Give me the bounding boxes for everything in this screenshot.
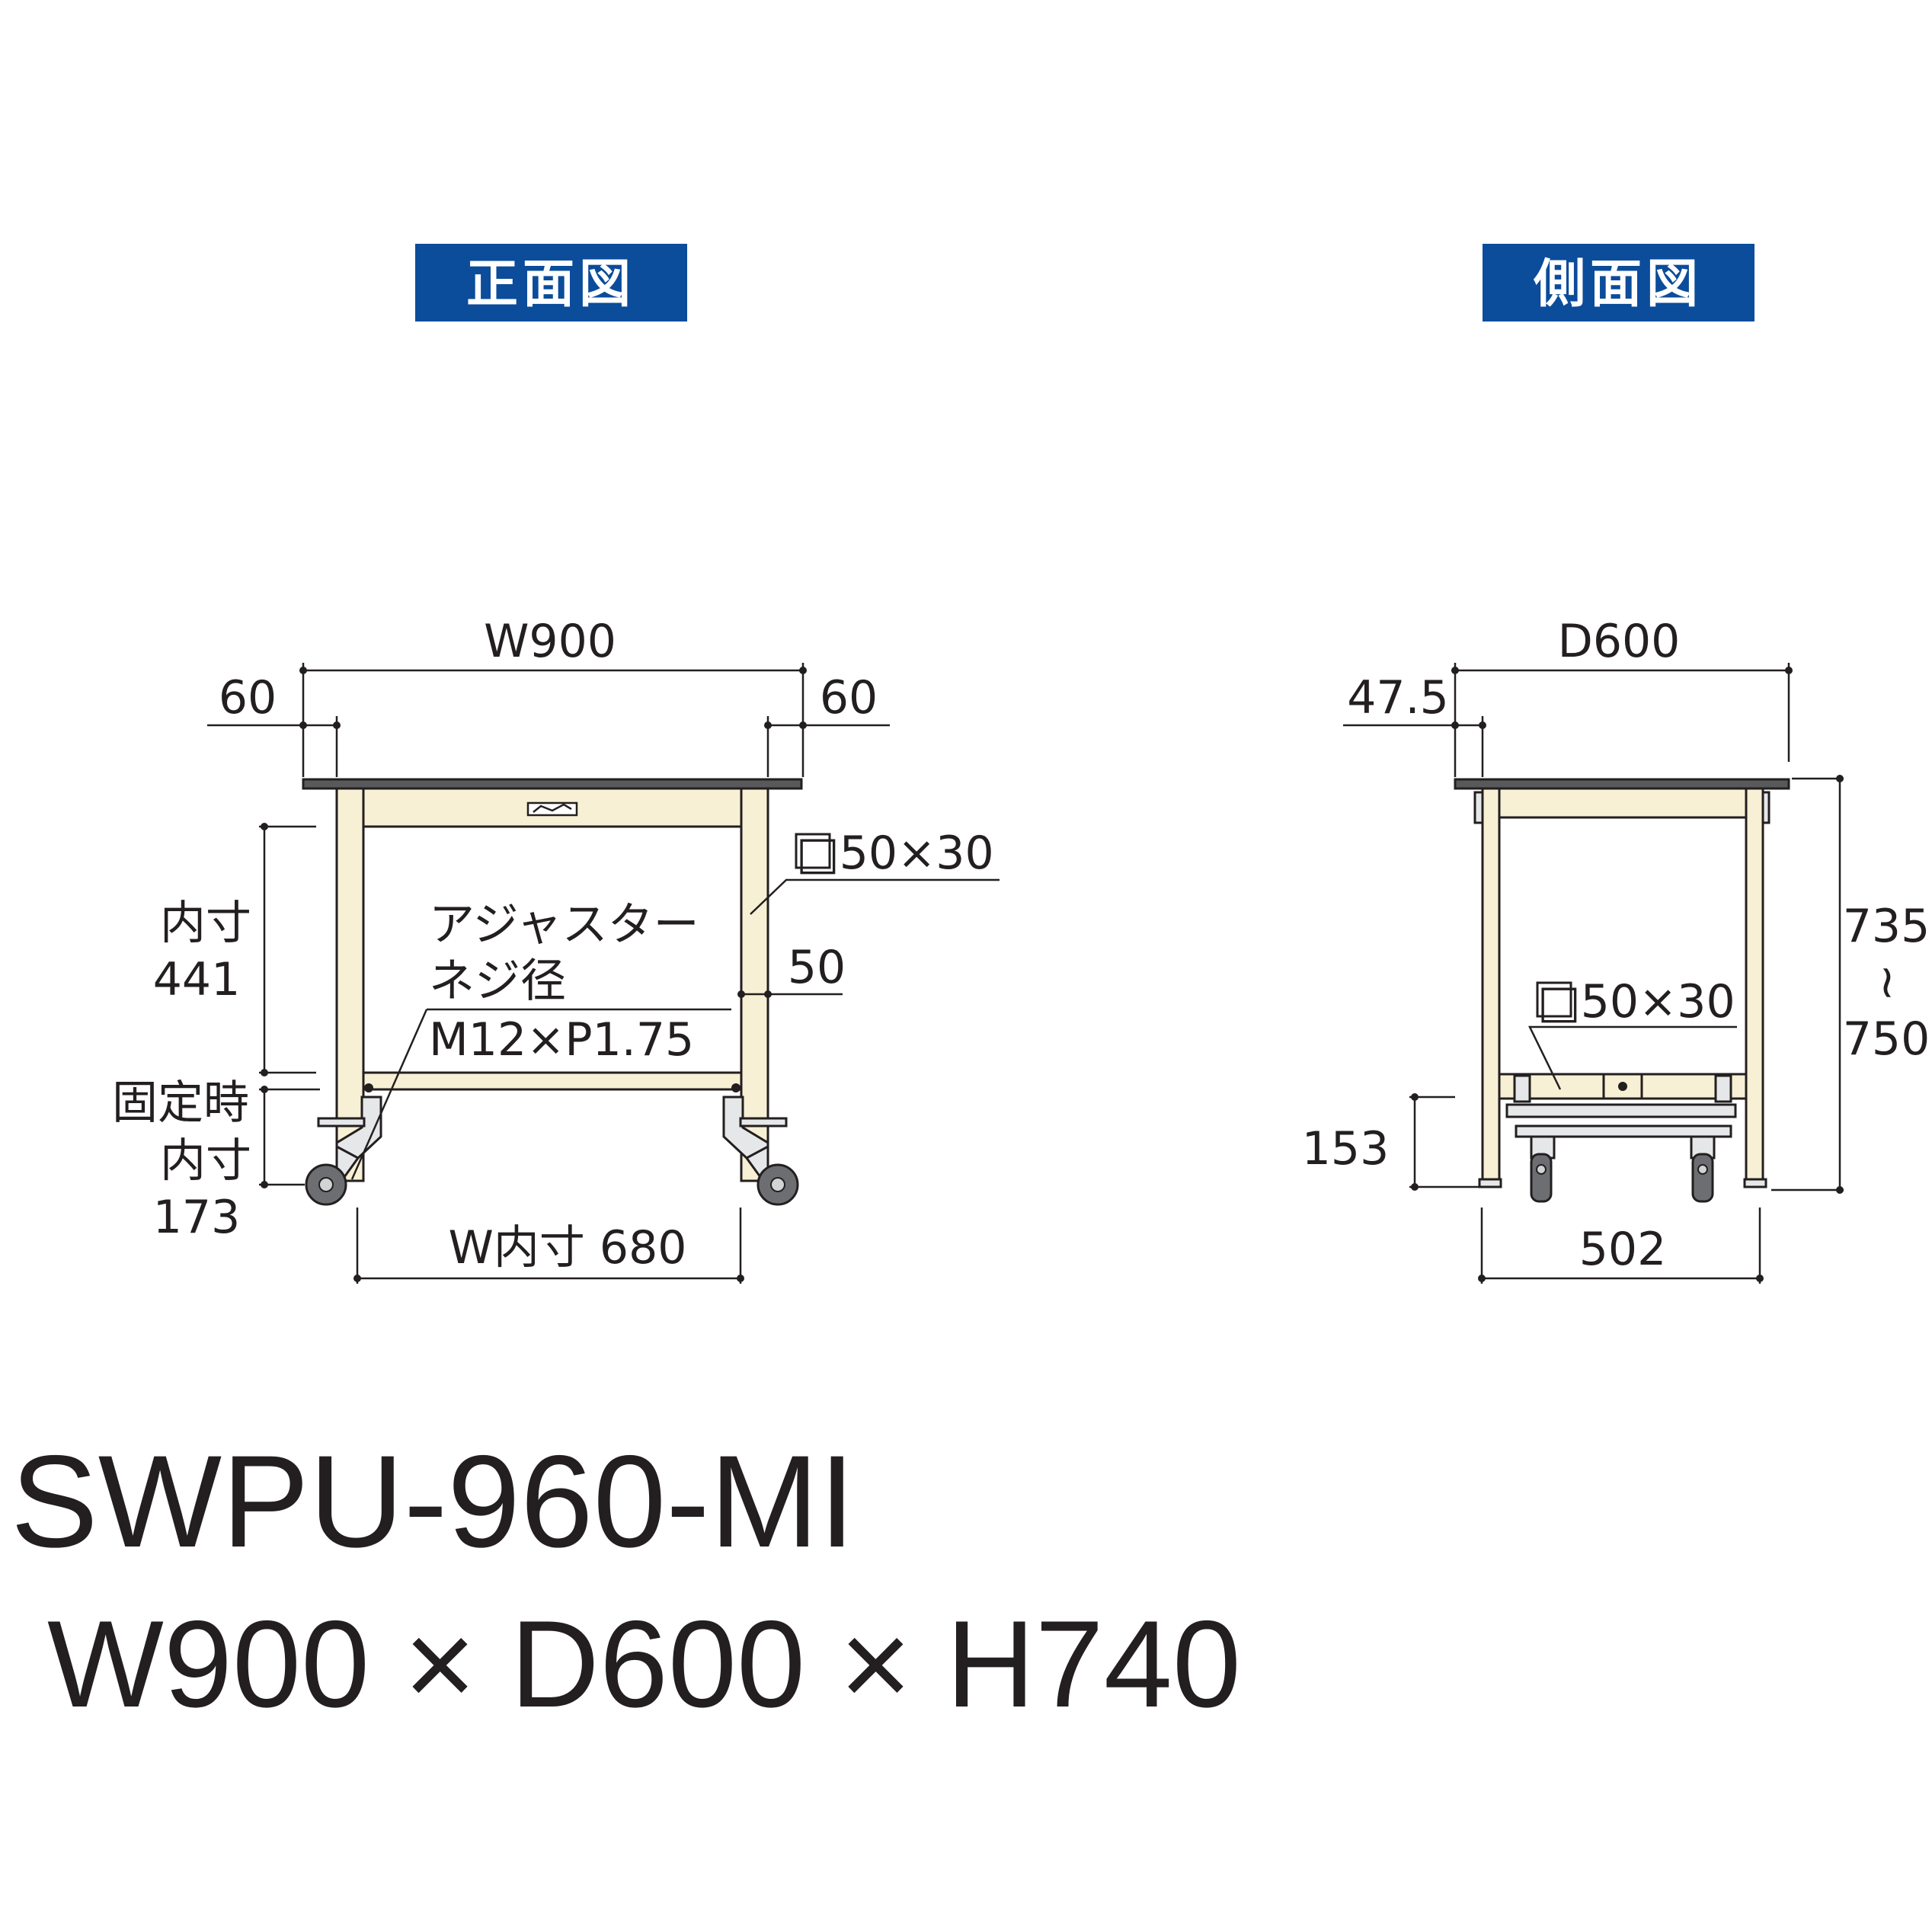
side-height-tilde: ~ bbox=[1861, 964, 1914, 1002]
front-inner-height-caption: 内寸 bbox=[160, 897, 251, 950]
front-right-offset-dimension: 60 bbox=[764, 671, 890, 777]
front-inner-height-value: 441 bbox=[153, 953, 241, 1006]
side-frame-section-callout: □50×30 bbox=[1527, 975, 1737, 1090]
side-inner-depth-dimension: 502 bbox=[1478, 1208, 1764, 1284]
front-frame-section-label: □50×30 bbox=[796, 827, 994, 880]
front-inner-height-dimension: 内寸 441 bbox=[153, 823, 316, 1076]
side-right-leg bbox=[1745, 787, 1764, 1186]
adjuster-line-3: M12×P1.75 bbox=[429, 1013, 694, 1067]
side-height-min: 735 bbox=[1843, 900, 1930, 953]
front-frame-section-callout: □50×30 bbox=[750, 827, 1000, 915]
side-view-tag: 側面図 bbox=[1483, 244, 1754, 321]
front-rail-height-dimension: 50 bbox=[737, 941, 846, 998]
front-view-title: 正面図 bbox=[466, 254, 635, 315]
side-inner-depth-label: 502 bbox=[1579, 1223, 1667, 1276]
product-size: W900 × D600 × H740 bbox=[47, 1595, 1241, 1733]
drawer-handle-icon bbox=[526, 801, 578, 817]
side-depth-label: D600 bbox=[1558, 615, 1681, 668]
front-left-offset-label: 60 bbox=[219, 671, 277, 724]
side-offset-dimension: 47.5 bbox=[1343, 671, 1486, 777]
front-right-caster bbox=[722, 1083, 799, 1206]
front-view: W900 60 60 内寸 441 固定 bbox=[112, 615, 1000, 1284]
front-fixed-caption-1: 固定時 bbox=[112, 1076, 249, 1130]
side-right-wheel-icon bbox=[1691, 1153, 1714, 1203]
side-view-tag-bg bbox=[1483, 244, 1754, 321]
side-frame-section-label: □50×30 bbox=[1537, 975, 1735, 1028]
side-offset-label: 47.5 bbox=[1347, 671, 1449, 724]
front-fixed-height-dimension: 固定時 内寸 173 bbox=[112, 1076, 320, 1244]
adjuster-line-2: ネジ径 bbox=[429, 955, 566, 1008]
side-height-dimension: 735 ~ 750 bbox=[1771, 775, 1930, 1194]
front-adjuster-callout: アジャスター ネジ径 M12×P1.75 bbox=[350, 898, 731, 1180]
front-fixed-caption-2: 内寸 bbox=[160, 1134, 251, 1188]
side-view: D600 47.5 735 ~ 750 □50×30 bbox=[1302, 615, 1930, 1284]
front-upper-rail bbox=[341, 787, 764, 828]
side-depth-dimension: D600 bbox=[1451, 615, 1793, 777]
side-upper-rail bbox=[1496, 787, 1748, 819]
product-model: SWPU-960-MI bbox=[11, 1428, 856, 1575]
side-caster-assembly bbox=[1505, 1074, 1737, 1203]
side-lower-height-dimension: 153 bbox=[1302, 1093, 1481, 1191]
side-table-top bbox=[1454, 778, 1790, 790]
side-left-wheel-icon bbox=[1530, 1153, 1553, 1203]
front-left-caster bbox=[305, 1083, 382, 1206]
front-inner-width-dimension: W内寸 680 bbox=[353, 1208, 744, 1284]
front-right-leg bbox=[740, 787, 769, 1182]
front-fixed-height-value: 173 bbox=[153, 1191, 241, 1244]
front-width-dimension: W900 bbox=[299, 615, 807, 777]
front-view-tag: 正面図 bbox=[415, 244, 687, 321]
side-left-leg bbox=[1481, 787, 1501, 1186]
front-table-top bbox=[302, 778, 803, 790]
front-left-leg bbox=[335, 787, 365, 1182]
side-view-title: 側面図 bbox=[1533, 254, 1703, 315]
front-lower-rail bbox=[362, 1071, 743, 1091]
front-width-label: W900 bbox=[484, 615, 616, 668]
front-right-offset-label: 60 bbox=[820, 671, 878, 724]
side-lower-height-label: 153 bbox=[1302, 1122, 1390, 1176]
adjuster-line-1: アジャスター bbox=[429, 898, 699, 952]
front-rail-height-label: 50 bbox=[788, 941, 846, 994]
front-left-offset-dimension: 60 bbox=[207, 671, 341, 777]
front-inner-width-label: W内寸 680 bbox=[449, 1221, 687, 1275]
side-height-max: 750 bbox=[1843, 1012, 1930, 1066]
front-view-tag-bg bbox=[415, 244, 687, 321]
